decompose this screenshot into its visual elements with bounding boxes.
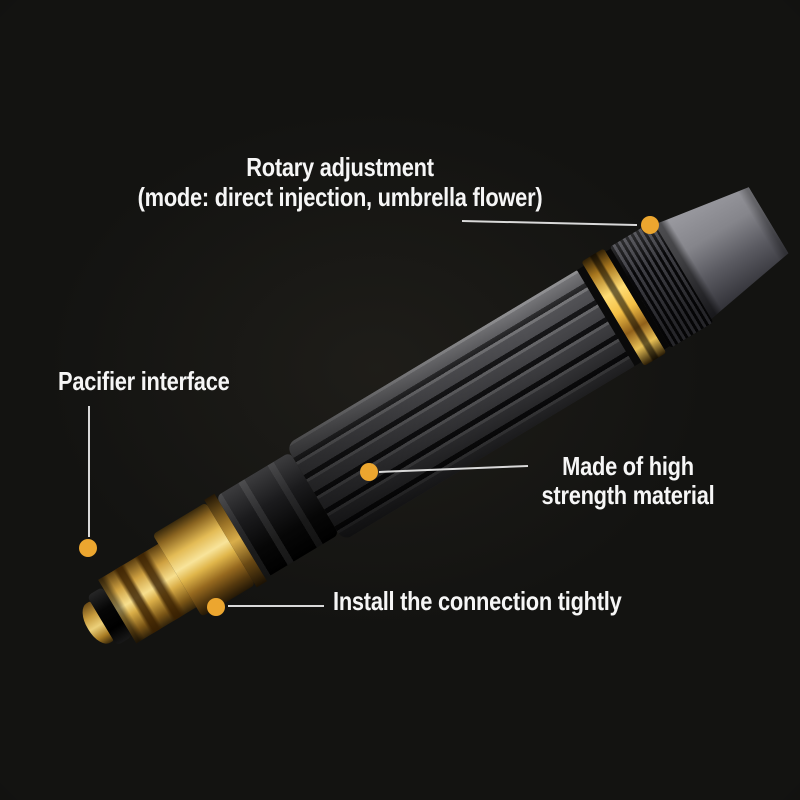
annotation-rotary-adjustment: Rotary adjustment (mode: direct injectio… — [130, 152, 550, 212]
leader-line-material — [378, 465, 529, 473]
callout-dot-rotary — [641, 216, 659, 234]
annotation-pacifier-interface: Pacifier interface — [58, 366, 230, 396]
annotation-rotary-line1: Rotary adjustment — [246, 152, 434, 182]
annotation-material-line2: strength material — [541, 480, 715, 510]
annotation-material-line1: Made of high — [562, 451, 694, 481]
annotation-material: Made of high strength material — [517, 452, 739, 510]
leader-line-rotary — [461, 220, 638, 226]
callout-dot-install — [207, 598, 225, 616]
callout-dot-material — [360, 463, 378, 481]
annotation-install-connection: Install the connection tightly — [333, 586, 622, 616]
annotation-rotary-line2: (mode: direct injection, umbrella flower… — [137, 182, 543, 212]
callout-dot-pacifier — [79, 539, 97, 557]
